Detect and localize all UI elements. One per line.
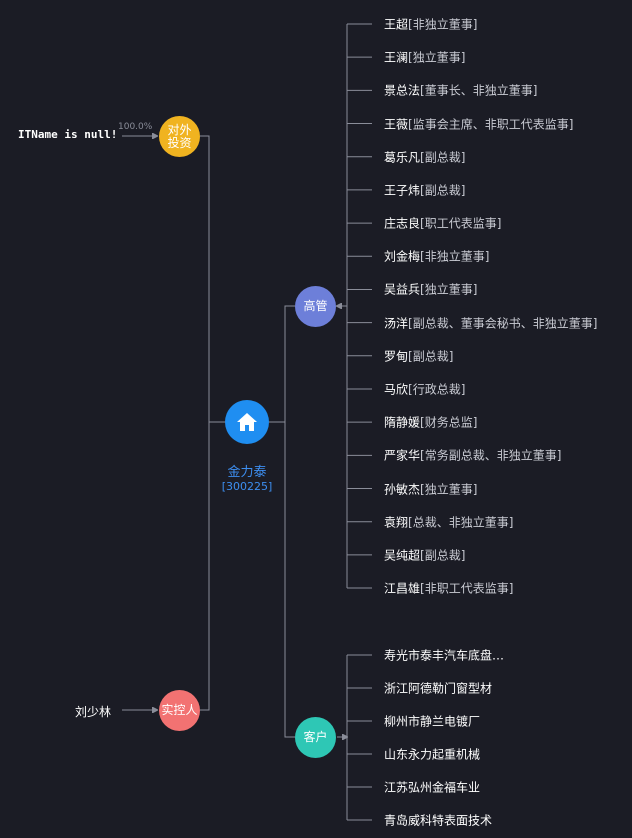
item-role: [财务总监] <box>420 415 478 430</box>
investment-percent: 100.0% <box>118 122 153 132</box>
executive-item[interactable]: 严家华[常务副总裁、非独立董事] <box>384 447 561 464</box>
item-role: [独立董事] <box>420 282 478 297</box>
item-name: 青岛威科特表面技术 <box>384 813 493 828</box>
customer-item[interactable]: 寿光市泰丰汽车底盘… <box>384 647 504 664</box>
executives-label: 高管 <box>303 299 328 313</box>
item-role: [行政总裁] <box>408 382 466 397</box>
item-role: [副总裁、董事会秘书、非独立董事] <box>408 316 598 331</box>
controller-label: 实控人 <box>161 703 198 717</box>
customers-label: 客户 <box>303 730 328 744</box>
item-name: 江昌雄 <box>384 581 421 596</box>
controller-person[interactable]: 刘少林 <box>75 705 112 719</box>
item-role: [独立董事] <box>408 50 466 65</box>
item-name: 王超 <box>384 17 409 32</box>
executive-item[interactable]: 隋静媛[财务总监] <box>384 414 477 431</box>
item-name: 吴益兵 <box>384 282 421 297</box>
item-role: [副总裁] <box>420 548 466 563</box>
executive-item[interactable]: 吴纯超[副总裁] <box>384 546 465 563</box>
executive-item[interactable]: 孙敏杰[独立董事] <box>384 480 477 497</box>
item-name: 刘金梅 <box>384 249 421 264</box>
executive-item[interactable]: 马欣[行政总裁] <box>384 380 465 397</box>
executive-item[interactable]: 罗甸[副总裁] <box>384 347 453 364</box>
item-name: 浙江阿德勒门窗型材 <box>384 681 493 696</box>
customer-item[interactable]: 柳州市静兰电镀厂 <box>384 713 480 730</box>
item-name: 庄志良 <box>384 216 421 231</box>
item-name: 吴纯超 <box>384 548 421 563</box>
executive-item[interactable]: 葛乐凡[副总裁] <box>384 148 465 165</box>
executive-item[interactable]: 王子炜[副总裁] <box>384 181 465 198</box>
item-name: 马欣 <box>384 382 409 397</box>
item-role: [非独立董事] <box>420 249 490 264</box>
item-role: [常务副总裁、非独立董事] <box>420 448 562 463</box>
customer-item[interactable]: 青岛威科特表面技术 <box>384 812 492 829</box>
executive-item[interactable]: 江昌雄[非职工代表监事] <box>384 580 513 597</box>
executive-item[interactable]: 刘金梅[非独立董事] <box>384 248 489 265</box>
investment-label: 对外投资 <box>167 122 192 150</box>
company-name: 金力泰 <box>227 465 267 480</box>
executive-item[interactable]: 王超[非独立董事] <box>384 16 477 33</box>
item-name: 江苏弘州金福车业 <box>384 780 481 795</box>
item-name: 柳州市静兰电镀厂 <box>384 714 481 729</box>
company-code: [300225] <box>221 480 273 493</box>
item-name: 景总法 <box>384 83 421 98</box>
item-name: 寿光市泰丰汽车底盘… <box>384 648 505 663</box>
item-name: 严家华 <box>384 448 421 463</box>
executive-item[interactable]: 吴益兵[独立董事] <box>384 281 477 298</box>
item-name: 袁翔 <box>384 515 409 530</box>
item-name: 葛乐凡 <box>384 150 421 165</box>
item-name: 隋静媛 <box>384 415 421 430</box>
home-icon <box>237 413 257 431</box>
item-role: [副总裁] <box>420 183 466 198</box>
item-role: [非职工代表监事] <box>420 581 514 596</box>
investment-node[interactable]: 对外投资 <box>159 116 200 157</box>
item-name: 王子炜 <box>384 183 421 198</box>
item-name: 罗甸 <box>384 349 409 364</box>
item-name: 孙敏杰 <box>384 482 421 497</box>
item-name: 王薇 <box>384 117 409 132</box>
item-role: [职工代表监事] <box>420 216 502 231</box>
customers-node[interactable]: 客户 <box>295 717 336 758</box>
item-role: [副总裁] <box>420 150 466 165</box>
item-role: [非独立董事] <box>408 17 478 32</box>
item-name: 山东永力起重机械 <box>384 747 481 762</box>
item-role: [副总裁] <box>408 349 454 364</box>
executive-item[interactable]: 王薇[监事会主席、非职工代表监事] <box>384 115 573 132</box>
controller-node[interactable]: 实控人 <box>159 690 200 731</box>
executive-item[interactable]: 王澜[独立董事] <box>384 49 465 66</box>
investment-target[interactable]: ITName is null! <box>18 128 118 141</box>
item-name: 汤洋 <box>384 316 409 331</box>
item-role: [监事会主席、非职工代表监事] <box>408 117 574 132</box>
executives-node[interactable]: 高管 <box>295 286 336 327</box>
item-role: [独立董事] <box>420 482 478 497</box>
customer-item[interactable]: 浙江阿德勒门窗型材 <box>384 680 492 697</box>
customer-item[interactable]: 山东永力起重机械 <box>384 746 480 763</box>
executive-item[interactable]: 汤洋[副总裁、董事会秘书、非独立董事] <box>384 314 597 331</box>
customer-item[interactable]: 江苏弘州金福车业 <box>384 779 480 796</box>
executive-item[interactable]: 庄志良[职工代表监事] <box>384 215 501 232</box>
executive-item[interactable]: 袁翔[总裁、非独立董事] <box>384 513 513 530</box>
executive-item[interactable]: 景总法[董事长、非独立董事] <box>384 82 537 99</box>
item-role: [董事长、非独立董事] <box>420 83 538 98</box>
item-role: [总裁、非独立董事] <box>408 515 514 530</box>
company-node[interactable] <box>225 400 269 444</box>
item-name: 王澜 <box>384 50 409 65</box>
